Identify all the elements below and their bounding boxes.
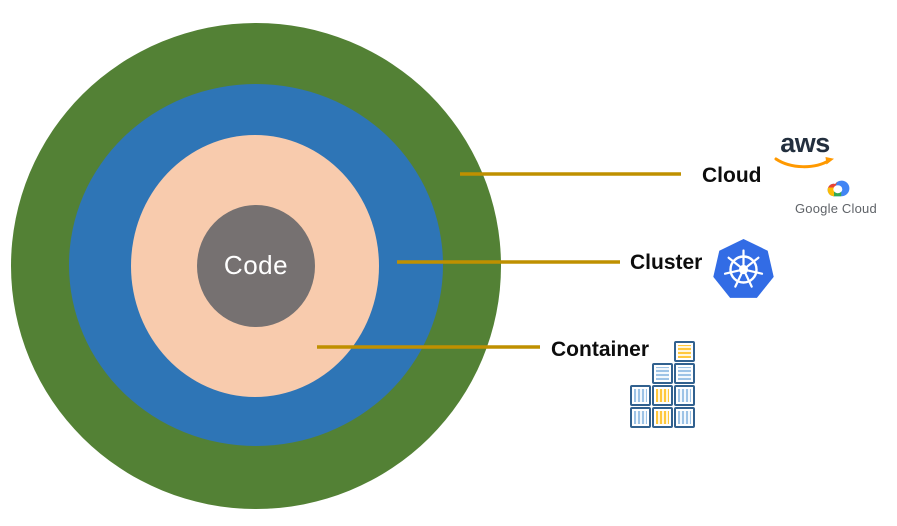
container-icon (674, 385, 695, 406)
code-label: Code (223, 250, 289, 280)
container-stack (630, 341, 695, 428)
container-icon (630, 407, 651, 428)
cloud-label: Cloud (702, 164, 762, 187)
gcp-green-segment (834, 191, 842, 197)
container-icon (674, 363, 695, 384)
aws-logo-text: aws (780, 128, 830, 158)
aws-logo: aws (774, 128, 836, 171)
container-icon (652, 407, 673, 428)
container-label: Container (551, 338, 650, 361)
google-cloud-icon (827, 180, 850, 197)
k8s-helm-wheel (723, 249, 764, 288)
aws-smile-arrow-icon (774, 156, 834, 169)
kubernetes-icon (713, 239, 774, 298)
container-icon (674, 407, 695, 428)
gcp-center (833, 185, 843, 194)
container-icon (630, 385, 651, 406)
google-cloud-label: Google Cloud (795, 201, 877, 216)
cluster-label: Cluster (630, 251, 703, 274)
container-icon (674, 341, 695, 362)
aws-smile-curve (774, 157, 831, 169)
container-icon (652, 363, 673, 384)
gcp-yellow-segment (827, 187, 834, 197)
container-icon (652, 385, 673, 406)
aws-arrow-tip (825, 156, 834, 165)
ring-code (197, 205, 315, 327)
